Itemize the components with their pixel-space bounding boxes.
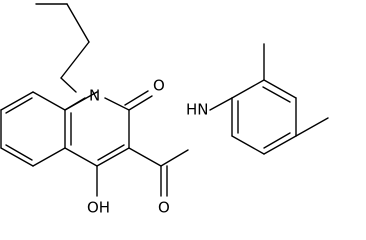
propyl-chain: [35, 3, 90, 93]
carboxamide-group: [128, 147, 189, 197]
hydroxyl-label: OH: [87, 199, 110, 217]
amide-aryl-bond: [209, 97, 233, 111]
benzo-ring: [0, 91, 98, 167]
ketone-bond: [124, 90, 153, 111]
pyridinone-ring: [64, 97, 130, 167]
ring-nitrogen-label: N: [89, 87, 100, 105]
amide-oxygen-label: O: [158, 199, 170, 217]
chemical-structure-diagram: N O HN O OH: [0, 3, 329, 217]
amide-nh-label: HN: [186, 101, 209, 119]
dimethylphenyl-ring: [231, 79, 297, 155]
para-methyl-bond: [295, 117, 329, 137]
ketone-oxygen-label: O: [153, 77, 165, 95]
